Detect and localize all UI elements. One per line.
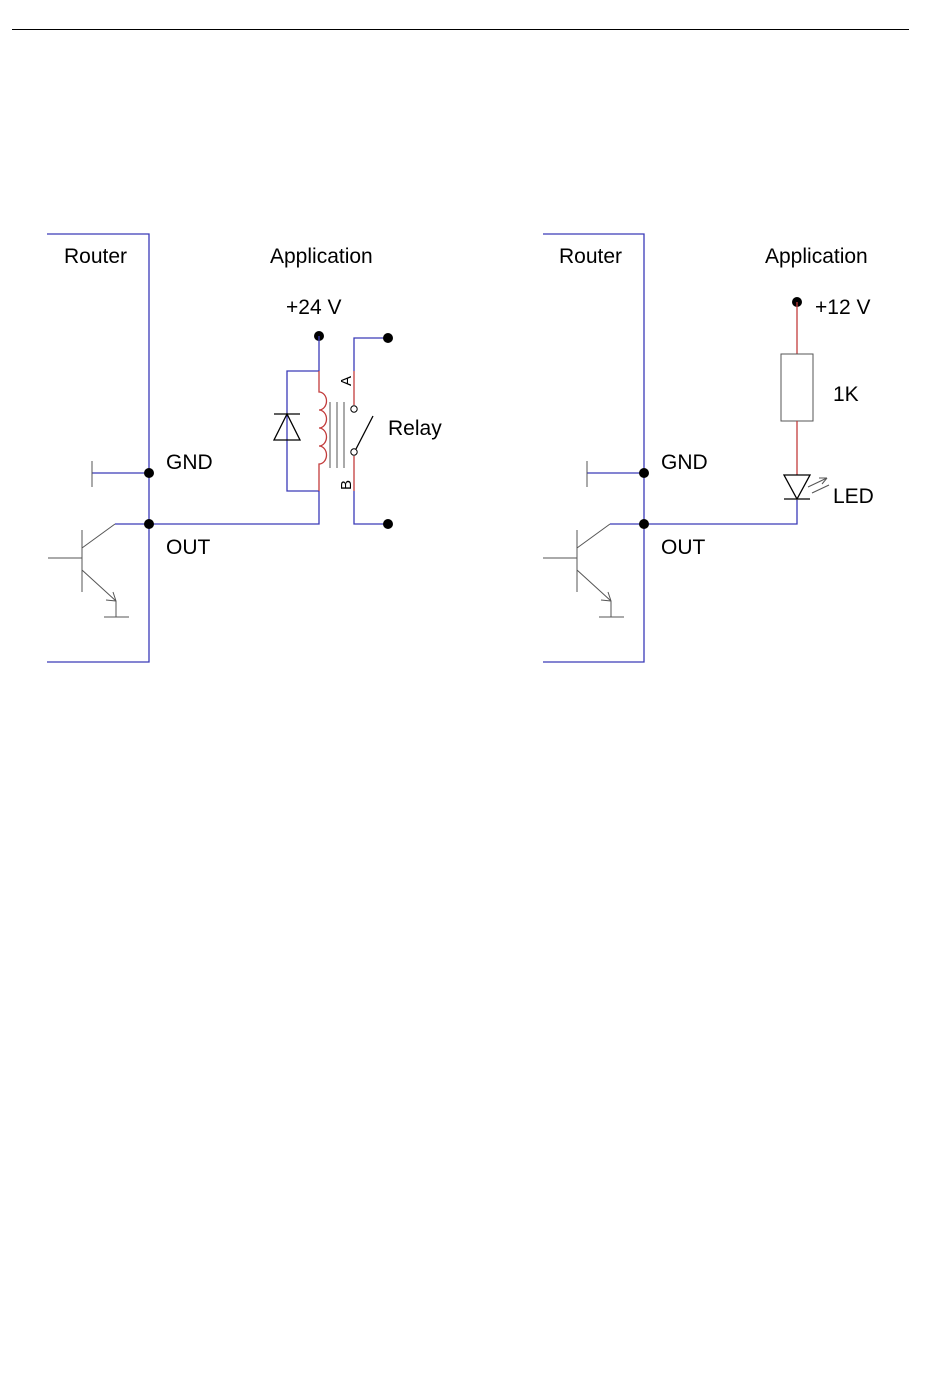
application-label: Application	[765, 245, 868, 268]
router-label: Router	[559, 245, 622, 268]
contact-a-terminal	[383, 333, 393, 343]
led-circuit: Router Application GND OUT +12 V 1K	[543, 234, 874, 662]
diode-loop	[287, 371, 319, 491]
gnd-terminal	[639, 468, 649, 478]
transistor-icon	[543, 524, 624, 617]
relay-circuit: Router Application GND OUT +24 V	[47, 234, 442, 662]
relay-core-icon	[330, 402, 344, 468]
gnd-label: GND	[166, 451, 213, 474]
resistor-icon	[781, 354, 813, 421]
out-wire	[610, 500, 797, 524]
led-icon	[784, 475, 829, 499]
gnd-terminal	[144, 468, 154, 478]
contact-b-point	[351, 449, 357, 455]
contact-a-label: A	[338, 376, 355, 386]
resistor-label: 1K	[833, 383, 859, 406]
transistor-icon	[48, 524, 129, 617]
out-label: OUT	[166, 536, 211, 559]
out-wire	[115, 491, 319, 524]
application-label: Application	[270, 245, 373, 268]
contact-a-point	[351, 406, 357, 412]
router-label: Router	[64, 245, 127, 268]
led-label: LED	[833, 485, 874, 508]
contact-a-wire	[354, 338, 388, 371]
relay-coil-icon	[319, 371, 327, 491]
contact-b-label: B	[338, 480, 355, 490]
out-terminal	[639, 519, 649, 529]
supply-label: +12 V	[815, 296, 870, 319]
out-terminal	[144, 519, 154, 529]
router-box-outline	[543, 234, 644, 662]
out-label: OUT	[661, 536, 706, 559]
contact-b-terminal	[383, 519, 393, 529]
relay-label: Relay	[388, 417, 442, 440]
router-box-outline	[47, 234, 149, 662]
gnd-label: GND	[661, 451, 708, 474]
relay-switch-blade	[356, 416, 373, 449]
supply-label: +24 V	[286, 296, 341, 319]
contact-b-wire	[354, 491, 388, 524]
